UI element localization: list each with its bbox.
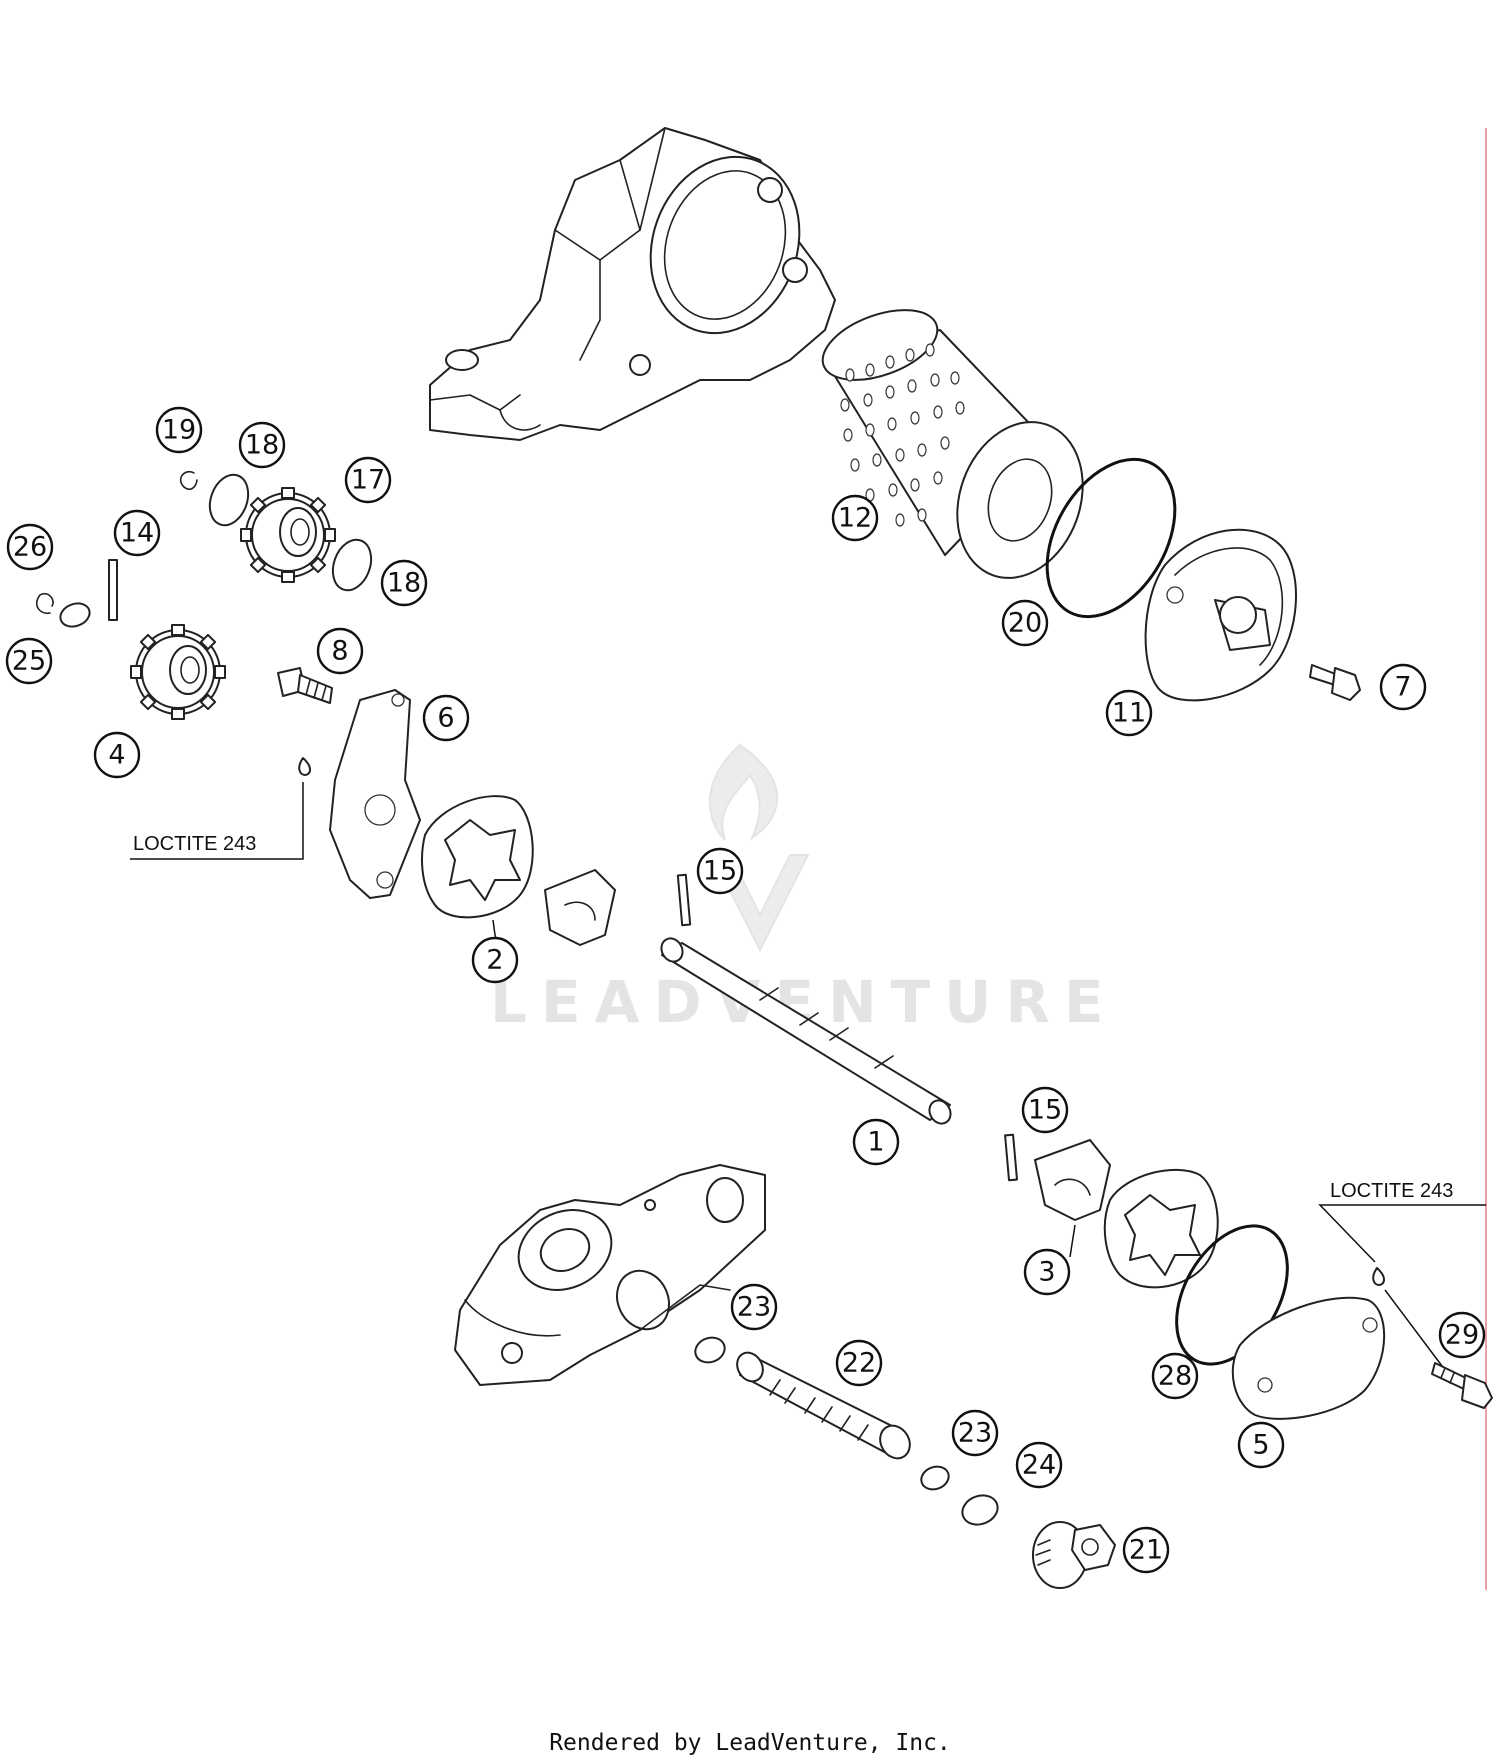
svg-text:29: 29 xyxy=(1445,1320,1479,1351)
watermark-logo xyxy=(708,743,810,953)
circlip-19 xyxy=(179,470,198,490)
svg-text:8: 8 xyxy=(331,636,348,667)
loctite-drop-right xyxy=(1372,1267,1385,1286)
callout-20: 20 xyxy=(1001,599,1049,647)
filter-cover-11 xyxy=(1144,528,1297,702)
gear-17 xyxy=(240,487,336,583)
callout-15-lower: 15 xyxy=(1021,1086,1069,1134)
bolt-29 xyxy=(1431,1362,1493,1409)
pump-shaft-1 xyxy=(660,937,952,1125)
svg-text:17: 17 xyxy=(351,465,385,496)
svg-text:2: 2 xyxy=(486,945,503,976)
o-ring-23-upper xyxy=(694,1336,726,1364)
oil-filter-12 xyxy=(821,309,1084,579)
screw-8 xyxy=(277,667,333,704)
svg-text:23: 23 xyxy=(737,1292,771,1323)
pump-rotor-2 xyxy=(421,795,616,946)
svg-text:11: 11 xyxy=(1112,698,1146,729)
callout-21: 21 xyxy=(1122,1526,1170,1574)
callout-14: 14 xyxy=(113,509,161,557)
pin-14 xyxy=(108,559,118,621)
svg-text:6: 6 xyxy=(437,703,454,734)
callout-23-lower: 23 xyxy=(951,1409,999,1457)
loctite-left-label: LOCTITE 243 xyxy=(133,833,256,855)
svg-text:18: 18 xyxy=(387,568,421,599)
washer-25 xyxy=(59,602,91,628)
pump-rotor-3 xyxy=(1034,1139,1219,1289)
engine-case-top xyxy=(429,127,836,441)
loctite-right-leader xyxy=(1318,1204,1486,1263)
cover-plate-5 xyxy=(1231,1296,1386,1420)
callout-12: 12 xyxy=(831,494,879,542)
svg-text:18: 18 xyxy=(245,430,279,461)
loctite-right-label: LOCTITE 243 xyxy=(1330,1180,1453,1202)
rotor-3-leader xyxy=(1069,1224,1076,1258)
engine-case-bottom xyxy=(454,1164,766,1386)
svg-text:26: 26 xyxy=(13,532,47,563)
svg-text:24: 24 xyxy=(1022,1450,1056,1481)
svg-text:15: 15 xyxy=(1028,1095,1062,1126)
pin-15-lower xyxy=(1004,1133,1018,1182)
callout-11: 11 xyxy=(1105,689,1153,737)
pump-plate-6 xyxy=(329,689,421,899)
svg-text:4: 4 xyxy=(108,740,125,771)
svg-text:5: 5 xyxy=(1252,1430,1269,1461)
svg-text:22: 22 xyxy=(842,1348,876,1379)
washer-18-lower xyxy=(331,538,373,592)
callout-18-lower: 18 xyxy=(380,559,428,607)
callout-26: 26 xyxy=(6,523,54,571)
clip-26 xyxy=(35,592,54,615)
svg-text:7: 7 xyxy=(1394,672,1411,703)
pin-15-upper xyxy=(676,873,692,927)
callout-24: 24 xyxy=(1015,1441,1063,1489)
washer-18-upper xyxy=(208,473,250,527)
callout-3: 3 xyxy=(1023,1248,1071,1296)
strainer-22 xyxy=(736,1351,911,1460)
callout-8: 8 xyxy=(316,627,364,675)
loctite-left-leader xyxy=(130,782,304,860)
svg-text:3: 3 xyxy=(1038,1257,1055,1288)
o-ring-20 xyxy=(1045,457,1177,619)
callout-4: 4 xyxy=(93,731,141,779)
svg-text:15: 15 xyxy=(703,856,737,887)
bolt-29-leader xyxy=(1384,1289,1446,1371)
o-ring-23-lower xyxy=(920,1465,950,1491)
bolt-7 xyxy=(1309,664,1361,701)
footer-credit: Rendered by LeadVenture, Inc. xyxy=(549,1730,951,1756)
callout-25: 25 xyxy=(5,637,53,685)
callout-5: 5 xyxy=(1237,1421,1285,1469)
svg-text:20: 20 xyxy=(1008,608,1042,639)
callout-15-upper: 15 xyxy=(696,847,744,895)
callout-22: 22 xyxy=(835,1339,883,1387)
callout-7: 7 xyxy=(1379,663,1427,711)
svg-text:28: 28 xyxy=(1158,1361,1192,1392)
callout-18-upper: 18 xyxy=(238,421,286,469)
svg-text:12: 12 xyxy=(838,503,872,534)
loctite-drop-left xyxy=(298,757,311,776)
svg-text:23: 23 xyxy=(958,1418,992,1449)
drain-plug-21 xyxy=(1032,1521,1116,1589)
svg-text:1: 1 xyxy=(867,1127,884,1158)
gear-4 xyxy=(130,624,226,720)
o-ring-24 xyxy=(961,1494,999,1526)
callout-29: 29 xyxy=(1438,1311,1486,1359)
callout-1: 1 xyxy=(852,1118,900,1166)
svg-text:21: 21 xyxy=(1129,1535,1163,1566)
callout-17: 17 xyxy=(344,456,392,504)
callout-19: 19 xyxy=(155,406,203,454)
svg-text:19: 19 xyxy=(162,415,196,446)
callout-28: 28 xyxy=(1151,1352,1199,1400)
svg-text:25: 25 xyxy=(12,646,46,677)
callout-2: 2 xyxy=(471,936,519,984)
callout-6: 6 xyxy=(422,694,470,742)
svg-text:14: 14 xyxy=(120,518,154,549)
callout-23-upper: 23 xyxy=(730,1283,778,1331)
